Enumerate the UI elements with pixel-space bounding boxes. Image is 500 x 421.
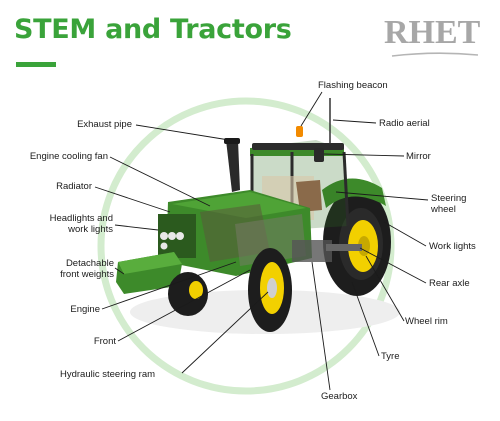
label-steering-wheel: Steering wheel: [431, 193, 466, 215]
label-wheel-rim: Wheel rim: [405, 316, 448, 327]
rear-axle: [326, 244, 362, 251]
page-title: STEM and Tractors: [14, 14, 292, 45]
label-gearbox: Gearbox: [321, 391, 358, 402]
label-steering-wheel-line-2: wheel: [431, 204, 456, 215]
label-radiator: Radiator: [56, 181, 92, 192]
rhet-logo: RHET: [384, 14, 481, 51]
headlight: [160, 232, 168, 240]
callout-lines: [94, 91, 429, 391]
flashing-beacon-icon: [296, 126, 303, 137]
background-ring: [97, 97, 395, 395]
label-tyre: Tyre: [381, 351, 400, 362]
label-flashing-beacon: Flashing beacon: [318, 80, 388, 91]
front-wheel-right: [248, 248, 292, 332]
exhaust-pipe: [226, 140, 240, 192]
mirror-icon: [314, 148, 324, 162]
label-mirror: Mirror: [406, 151, 431, 162]
label-engine-cooling-fan: Engine cooling fan: [29, 151, 108, 162]
title-underline: [16, 62, 56, 67]
label-engine: Engine: [70, 304, 100, 315]
label-detachable-front-weights: Detachable front weights: [14, 258, 114, 280]
label-radio-aerial: Radio aerial: [379, 118, 430, 129]
label-detachable-line-2: front weights: [60, 269, 114, 280]
label-steering-wheel-line-1: Steering: [431, 193, 467, 204]
label-exhaust-pipe: Exhaust pipe: [77, 119, 132, 130]
label-hydraulic-steering-ram: Hydraulic steering ram: [60, 369, 156, 380]
label-headlights: Headlights and work lights: [12, 213, 113, 235]
label-headlights-line-2: work lights: [68, 224, 113, 235]
label-front: Front: [93, 336, 116, 347]
label-detachable-line-1: Detachable: [65, 258, 114, 269]
front-wheel-left: [168, 272, 208, 316]
label-headlights-line-1: Headlights and: [49, 213, 113, 224]
label-work-lights: Work lights: [429, 241, 476, 252]
seat: [296, 180, 322, 212]
logo-swoosh-icon: [391, 52, 479, 57]
gearbox: [292, 240, 332, 262]
label-rear-axle: Rear axle: [429, 278, 470, 289]
